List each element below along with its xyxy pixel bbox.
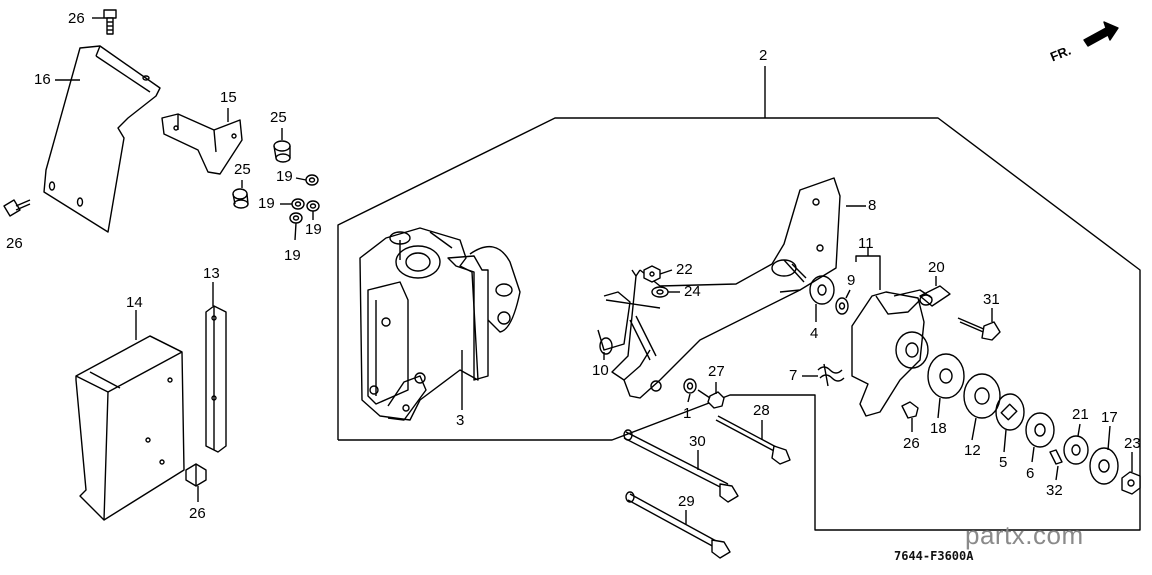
callout-28: 28	[753, 402, 770, 419]
callout-19: 19	[284, 247, 301, 264]
bolt-26-lower-icon	[185, 463, 207, 487]
callout-23: 23	[1124, 435, 1141, 452]
bolt-26-top-icon	[103, 9, 117, 35]
callout-26: 26	[68, 10, 85, 27]
callout-2: 2	[759, 47, 768, 64]
pulley-bracket-11-icon	[851, 289, 933, 417]
callout-14: 14	[126, 294, 143, 311]
washer-19-icon	[289, 174, 320, 224]
callout-13: 13	[203, 265, 220, 282]
pin-20-icon	[919, 285, 951, 307]
callout-5: 5	[999, 454, 1008, 471]
callout-20: 20	[928, 259, 945, 276]
front-arrow-icon	[1083, 21, 1119, 47]
bolt-29-icon	[625, 491, 731, 559]
washer-5-icon	[995, 393, 1025, 431]
callout-26: 26	[6, 235, 23, 252]
callout-25: 25	[234, 161, 251, 178]
callout-30: 30	[689, 433, 706, 450]
gasket-13-icon	[205, 305, 227, 453]
washer-6-icon	[1025, 412, 1055, 448]
callout-18: 18	[930, 420, 947, 437]
callout-6: 6	[1026, 465, 1035, 482]
callout-19: 19	[258, 195, 275, 212]
callout-25: 25	[270, 109, 287, 126]
callout-12: 12	[964, 442, 981, 459]
callout-22: 22	[676, 261, 693, 278]
spacer-25-lower-icon	[232, 188, 249, 209]
transmission-unit-3-icon	[359, 227, 521, 421]
bracket-16-icon	[43, 45, 161, 233]
assembly-2-boundary	[337, 117, 1141, 531]
callout-19: 19	[276, 168, 293, 185]
bolt-28-icon	[715, 415, 791, 465]
washer-21-icon	[1063, 435, 1089, 465]
callout-7: 7	[789, 367, 798, 384]
washer-4-icon	[809, 275, 835, 305]
disc-12-icon	[963, 373, 1001, 419]
key-32-icon	[1049, 449, 1063, 465]
bolt-27-icon	[697, 389, 725, 409]
callout-1: 1	[683, 405, 692, 422]
callout-19: 19	[305, 221, 322, 238]
callout-17: 17	[1101, 409, 1118, 426]
callout-3: 3	[456, 412, 465, 429]
callout-26: 26	[903, 435, 920, 452]
bracket-15-icon	[161, 113, 243, 175]
callout-24: 24	[684, 283, 701, 300]
nut-22-icon	[643, 265, 661, 283]
bolt-31-icon	[957, 317, 1001, 341]
washer-1-icon	[683, 378, 697, 394]
callout-8: 8	[868, 197, 877, 214]
spring-7-icon	[817, 363, 845, 387]
callout-29: 29	[678, 493, 695, 510]
bolt-26-left-icon	[3, 199, 31, 217]
lever-arm-8-icon	[611, 177, 841, 399]
callout-4: 4	[810, 325, 819, 342]
bolt-26-right-icon	[901, 401, 919, 419]
spacer-25-upper-icon	[273, 140, 291, 163]
disc-18-icon	[927, 353, 965, 399]
callout-9: 9	[847, 272, 856, 289]
callout-21: 21	[1072, 406, 1089, 423]
drawing-code: 7644-F3600A	[894, 549, 974, 563]
watermark: partx.com	[965, 520, 1084, 550]
callout-16: 16	[34, 71, 51, 88]
bushing-9-icon	[835, 297, 849, 315]
cover-14-icon	[75, 335, 185, 521]
callout-32: 32	[1046, 482, 1063, 499]
callout-31: 31	[983, 291, 1000, 308]
bolt-30-icon	[623, 429, 739, 503]
flange-17-icon	[1089, 447, 1119, 485]
callout-26: 26	[189, 505, 206, 522]
link-10-icon	[597, 291, 661, 361]
nut-23-icon	[1121, 471, 1141, 495]
callout-11: 11	[858, 235, 874, 252]
callout-27: 27	[708, 363, 725, 380]
callout-15: 15	[220, 89, 237, 106]
callout-10: 10	[592, 362, 609, 379]
washer-24-icon	[651, 286, 669, 298]
